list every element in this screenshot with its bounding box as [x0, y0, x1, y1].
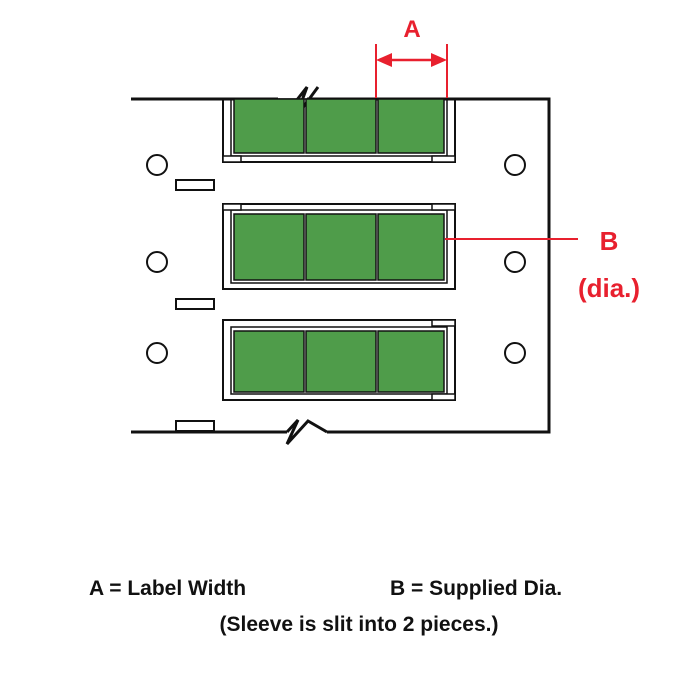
- green-label: [233, 98, 305, 154]
- sleeve-tab: [431, 393, 456, 401]
- green-label: [377, 98, 445, 154]
- hole-right-bottom: [504, 342, 526, 364]
- slot-2: [175, 298, 215, 310]
- dimension-a-label: A: [403, 16, 420, 43]
- slot-1: [175, 179, 215, 191]
- green-label: [377, 330, 445, 393]
- hole-left-top: [146, 154, 168, 176]
- dimension-b-label: B: [600, 226, 619, 256]
- dimension-a-arrowhead-right: [431, 53, 447, 67]
- sleeve-frame: [222, 99, 456, 163]
- hole-right-middle: [504, 251, 526, 273]
- legend-row: A = Label Width B = Supplied Dia.: [0, 577, 700, 605]
- dimension-a: A: [375, 16, 448, 98]
- green-label: [305, 98, 377, 154]
- sleeve-tab: [222, 155, 242, 163]
- green-label: [305, 213, 377, 281]
- green-label: [233, 213, 305, 281]
- sleeve-tab: [431, 203, 456, 211]
- green-label: [305, 330, 377, 393]
- sleeve-tab: [222, 203, 242, 211]
- green-label: [233, 330, 305, 393]
- sleeve-tab: [431, 319, 456, 327]
- hole-left-middle: [146, 251, 168, 273]
- green-label: [377, 213, 445, 281]
- dimension-b: B (dia.): [445, 226, 640, 303]
- sleeve-inner-edge: [230, 209, 448, 284]
- sleeve-row-1: [222, 98, 456, 163]
- sleeve-frame: [222, 203, 456, 290]
- dimension-a-arrowhead-left: [376, 53, 392, 67]
- sleeve-inner-edge: [230, 326, 448, 395]
- legend-a-definition: A = Label Width: [89, 577, 247, 600]
- legend-b-definition: B = Supplied Dia.: [390, 577, 563, 600]
- hole-left-bottom: [146, 342, 168, 364]
- sleeve-row-3: [222, 319, 456, 401]
- sleeve-row-2: [222, 203, 456, 290]
- sleeve-tab: [431, 155, 456, 163]
- bottom-break-mark: [285, 418, 328, 446]
- slot-3: [175, 420, 215, 432]
- hole-right-top: [504, 154, 526, 176]
- legend-note-row: (Sleeve is slit into 2 pieces.): [0, 613, 700, 641]
- dimension-b-sub-label: (dia.): [578, 273, 640, 303]
- sleeve-frame: [222, 319, 456, 401]
- legend-note: (Sleeve is slit into 2 pieces.): [219, 613, 499, 636]
